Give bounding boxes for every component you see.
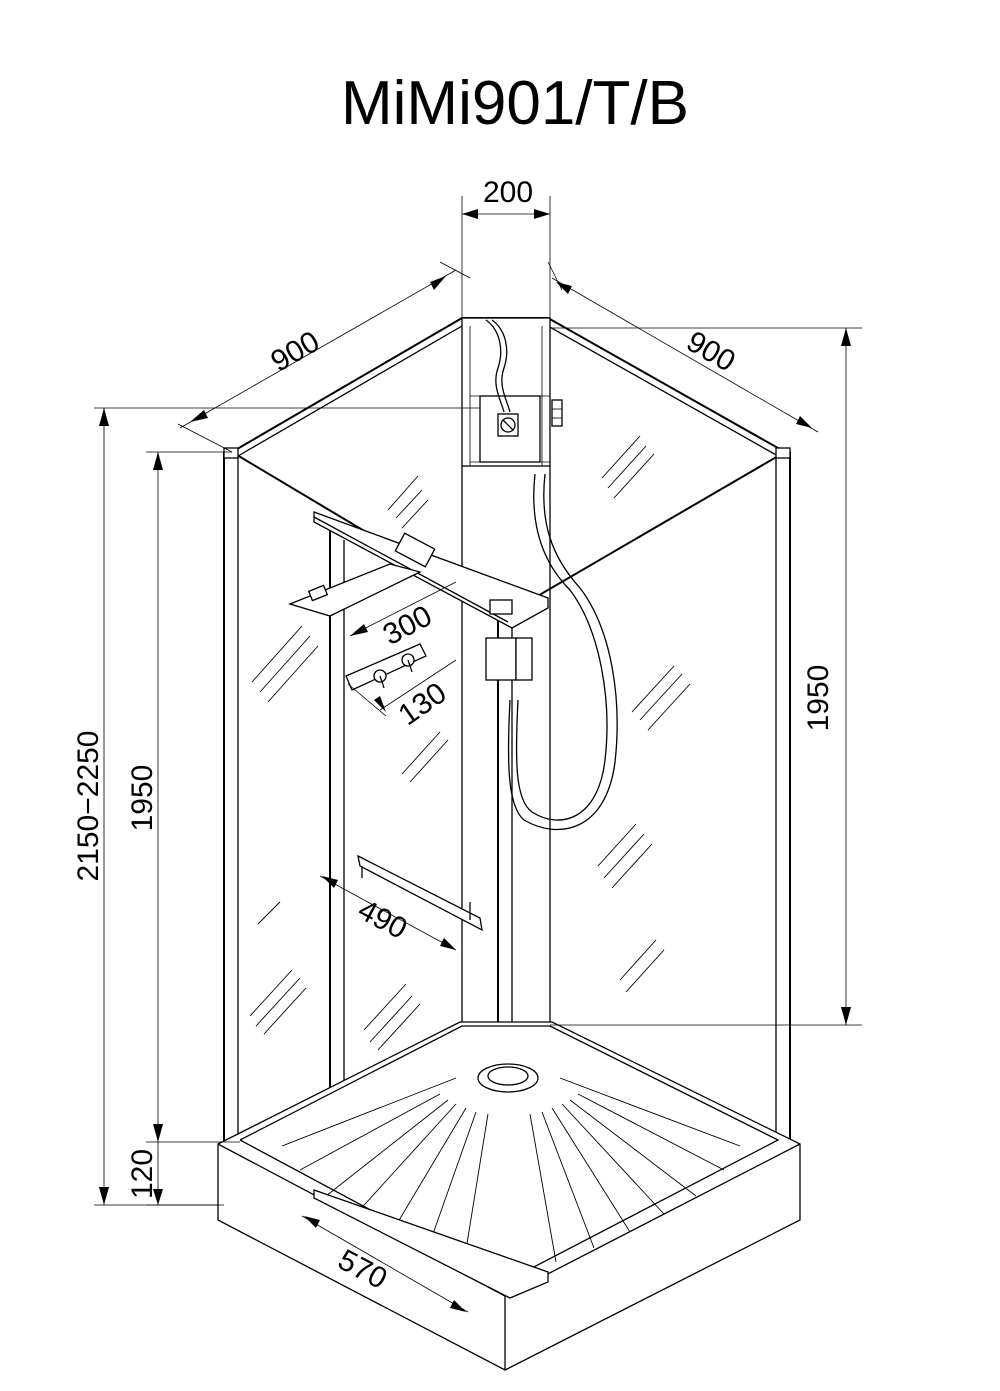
dim-right-height: 1950: [802, 665, 835, 732]
dim-tray-height: 120: [126, 1149, 159, 1199]
shower-hose-icon: [507, 473, 618, 831]
dim-shelf-top: 300: [378, 599, 438, 652]
dim-right-side: 900: [681, 325, 741, 379]
model-title: MiMi901/T/B: [341, 69, 689, 138]
dim-column-width: 200: [483, 176, 533, 209]
dim-left-side: 900: [265, 325, 325, 379]
drain-icon: [477, 1063, 539, 1093]
shower-head-icon: [497, 413, 519, 437]
dim-left-height: 1950: [126, 765, 159, 832]
dim-hooks: 130: [393, 676, 453, 732]
dim-shelf-bottom: 490: [353, 893, 413, 946]
shelf-icon: [288, 563, 422, 617]
hooks-icon: [345, 643, 427, 691]
shower-cabin-drawing: [217, 317, 801, 1371]
dim-total-height: 2150−2250: [72, 731, 105, 882]
dimension-lines: [94, 196, 862, 1313]
